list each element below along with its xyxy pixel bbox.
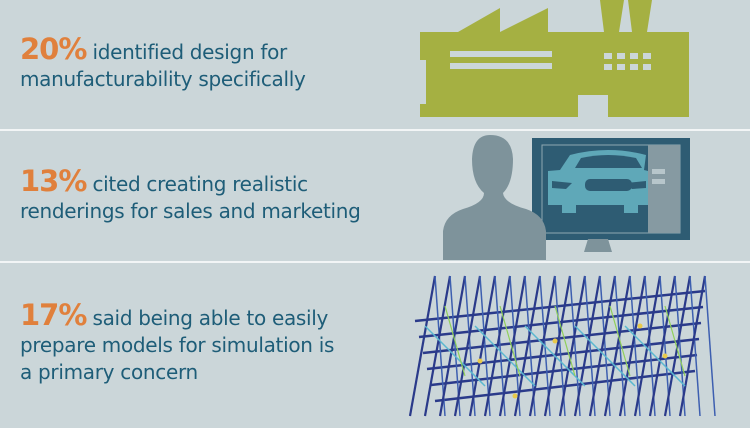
simulation-mesh-icon: [408, 275, 716, 417]
stat-text: cited creating realistic renderings for …: [20, 172, 361, 223]
stat-simulation: 17% said being able to easily prepare mo…: [20, 301, 350, 386]
divider-bottom: [0, 261, 750, 263]
stat-text: identified design for manufacturability …: [20, 40, 306, 91]
factory-icon: [420, 0, 689, 117]
stat-manufacturability: 20% identified design for manufacturabil…: [20, 35, 380, 93]
stat-percent: 20%: [20, 32, 87, 66]
person-at-monitor-icon: [443, 135, 690, 260]
divider-top: [0, 129, 750, 131]
stat-percent: 13%: [20, 164, 87, 198]
stat-percent: 17%: [20, 298, 87, 332]
stat-renderings: 13% cited creating realistic renderings …: [20, 167, 400, 225]
stat-text: said being able to easily prepare models…: [20, 306, 335, 384]
